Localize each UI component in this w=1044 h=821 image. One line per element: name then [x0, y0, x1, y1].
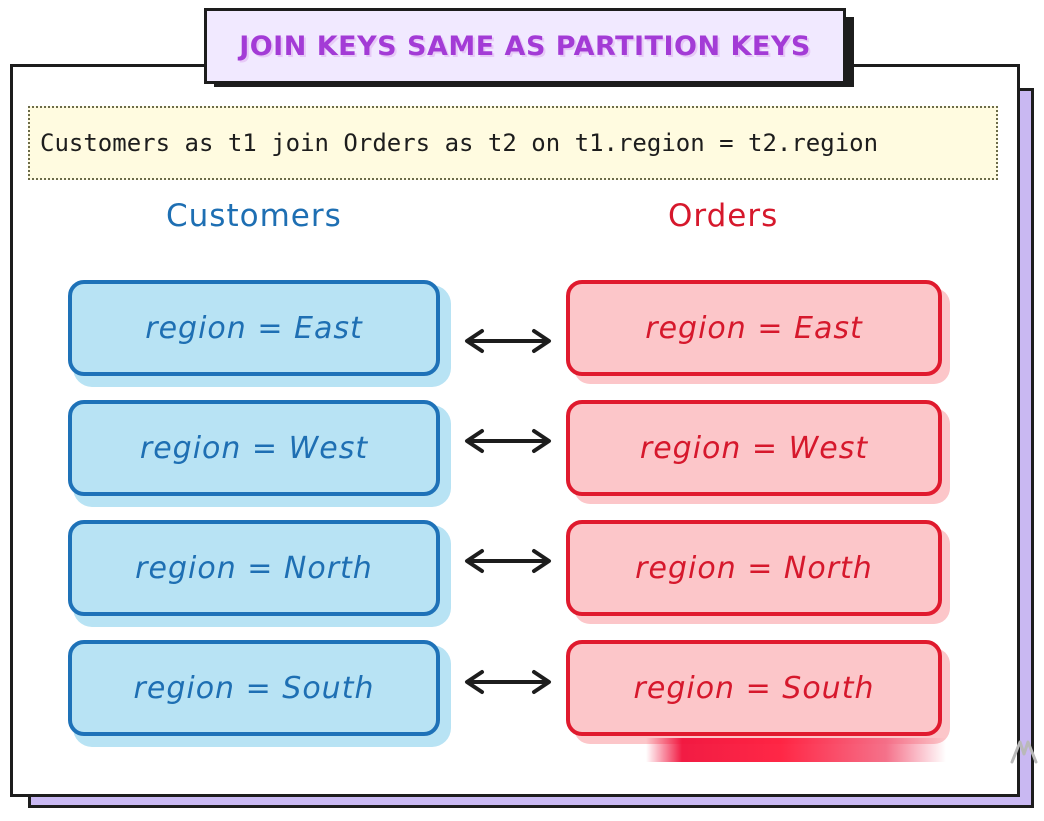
diagram-title: JOIN KEYS SAME AS PARTITION KEYS	[239, 30, 811, 62]
orders-row-north: region = North	[566, 520, 942, 616]
customers-row-south: region = South	[68, 640, 440, 736]
double-arrow-icon	[465, 549, 551, 573]
query-box: Customers as t1 join Orders as t2 on t1.…	[28, 106, 998, 180]
query-text: Customers as t1 join Orders as t2 on t1.…	[40, 129, 879, 157]
red-brush-stroke	[646, 738, 946, 762]
orders-row-west: region = West	[566, 400, 942, 496]
corner-glyph-icon	[1010, 740, 1038, 764]
title-box: JOIN KEYS SAME AS PARTITION KEYS	[204, 8, 846, 84]
double-arrow-icon	[465, 429, 551, 453]
orders-heading: Orders	[668, 198, 779, 234]
orders-row-south: region = South	[566, 640, 942, 736]
double-arrow-icon	[465, 329, 551, 353]
customers-row-west: region = West	[68, 400, 440, 496]
customers-row-east: region = East	[68, 280, 440, 376]
orders-row-east: region = East	[566, 280, 942, 376]
customers-row-north: region = North	[68, 520, 440, 616]
customers-heading: Customers	[166, 198, 342, 234]
double-arrow-icon	[465, 670, 551, 694]
